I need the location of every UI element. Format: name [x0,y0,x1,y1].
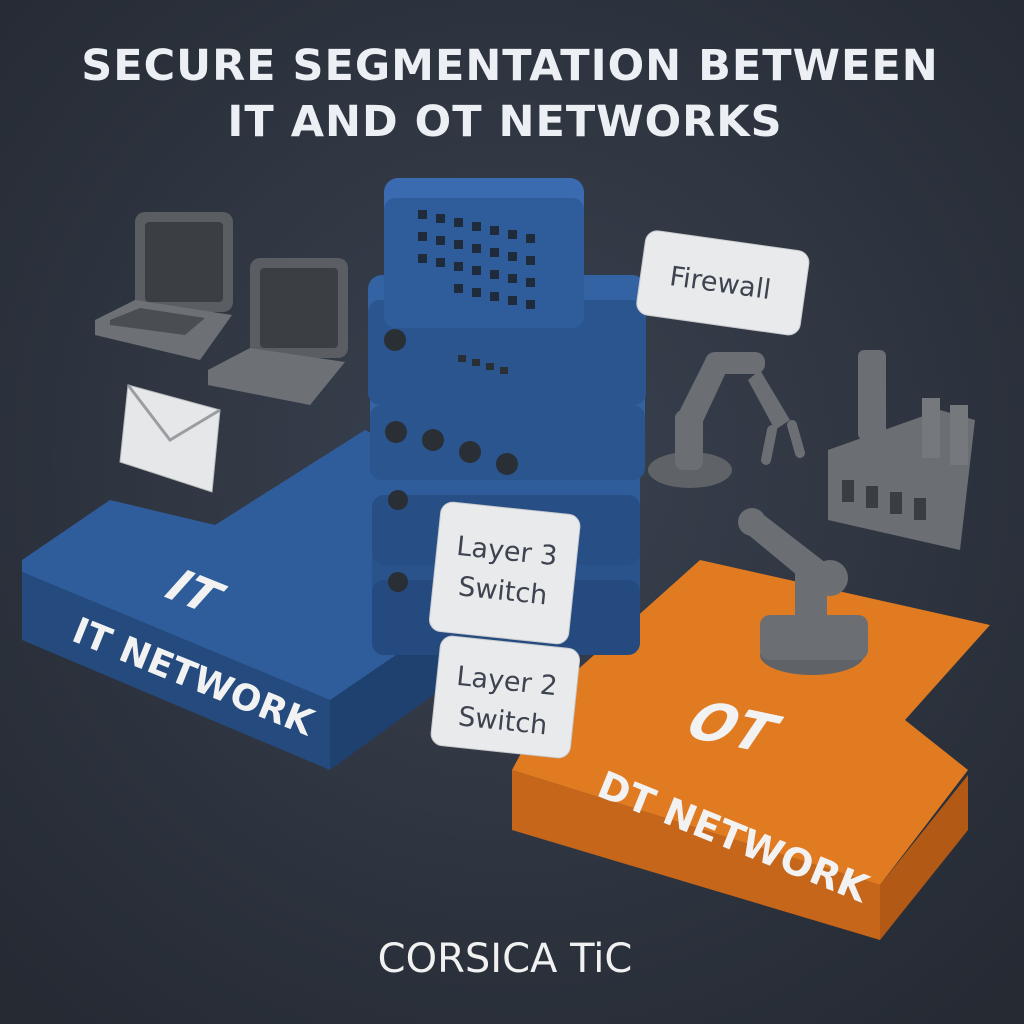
laptop-icon [95,212,233,360]
layer3-switch-label: Layer 3 Switch [428,501,581,645]
brand-footer: CORSICA TiC [378,936,633,982]
robot-arm-icon [648,352,805,488]
robot-arm-icon [738,508,868,675]
email-envelope-icon [119,384,221,493]
layer2-switch-label: Layer 2 Switch [430,635,580,759]
laptop-icon [208,258,348,405]
firewall-label: Firewall [636,230,810,336]
title-line-1: SECURE SEGMENTATION BETWEEN [81,41,938,91]
firewall-device [384,178,584,328]
factory-icon [828,350,975,550]
title-line-2: IT AND OT NETWORKS [227,97,782,147]
